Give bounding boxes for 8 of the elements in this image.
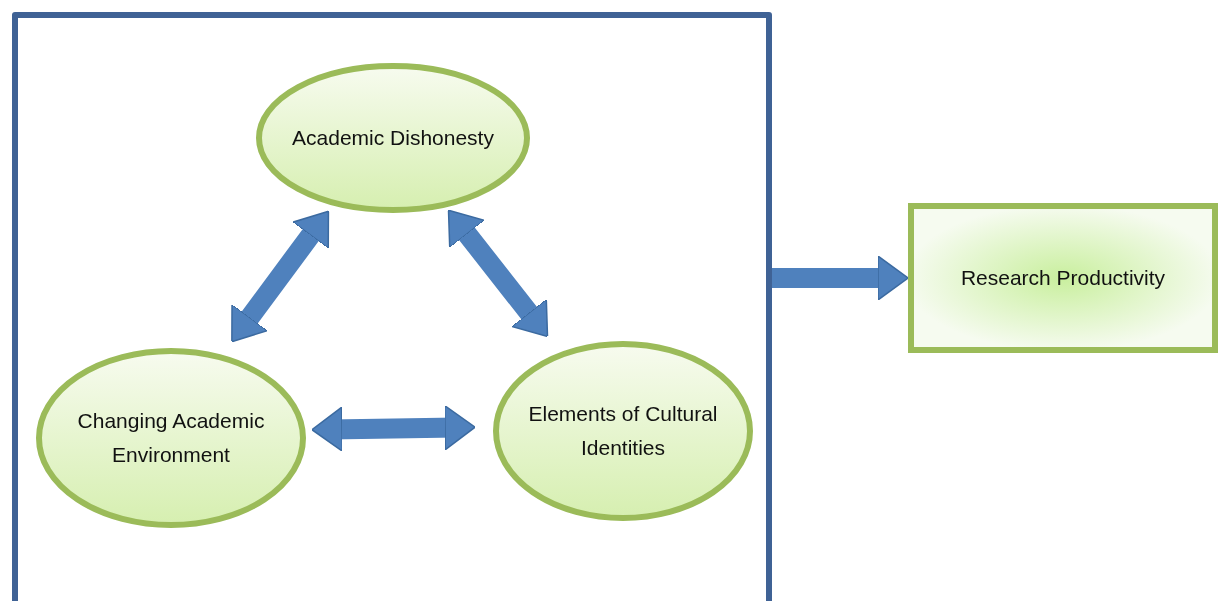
block-arrow (311, 404, 476, 452)
process-box (908, 203, 1218, 353)
frame-box (12, 12, 772, 601)
node-label: Academic Dishonesty (291, 125, 495, 152)
block-arrow (772, 255, 909, 301)
node-label: Elements of Cultural Identities (527, 401, 719, 461)
node-label: Research Productivity (959, 265, 1167, 292)
node-label: Changing Academic Environment (76, 408, 266, 468)
